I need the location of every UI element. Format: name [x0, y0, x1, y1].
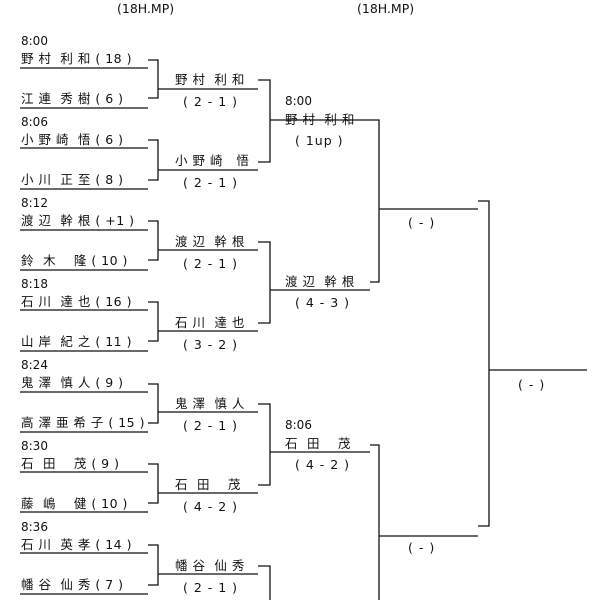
r2-connector: [258, 241, 271, 324]
player-entry: 小 川 正 至 ( 8 ): [21, 172, 124, 187]
match-time: 8:12: [21, 196, 48, 210]
final-score: ( - ): [518, 377, 546, 392]
round2-winner: 幡 谷 仙 秀: [175, 558, 245, 573]
round3-score: ( 4 - 3 ): [295, 295, 351, 310]
round4-score: ( - ): [408, 540, 436, 555]
round2-score: ( 2 - 1 ): [183, 580, 239, 595]
round3-winner: 石 田 茂: [285, 436, 351, 451]
r3-connector: [370, 119, 380, 283]
round2-winner: 小 野 崎 悟: [175, 153, 250, 168]
round2-score: ( 2 - 1 ): [183, 94, 239, 109]
round2-winner: 野 村 利 和: [175, 72, 245, 87]
match-time: 8:36: [21, 520, 48, 534]
player-entry: 高 澤 亜 希 子 ( 15 ): [21, 415, 145, 430]
player-entry: 渡 辺 幹 根 ( +1 ): [21, 213, 135, 228]
match-time: 8:24: [21, 358, 48, 372]
r1-connector: [148, 139, 159, 181]
match-time: 8:06: [285, 418, 312, 432]
player-entry: 野 村 利 和 ( 18 ): [21, 51, 132, 66]
round2-score: ( 2 - 1 ): [183, 256, 239, 271]
player-entry: 石 川 英 孝 ( 14 ): [21, 537, 132, 552]
r4-connector: [478, 200, 490, 527]
player-entry: 藤 嶋 健 ( 10 ): [21, 496, 128, 511]
round1-header: (18H.MP): [117, 1, 175, 16]
r1-connector: [148, 544, 159, 586]
player-entry: 石 田 茂 ( 9 ): [21, 456, 120, 471]
player-entry: 幡 谷 仙 秀 ( 7 ): [21, 577, 124, 592]
r2-connector: [258, 79, 271, 163]
round2-score: ( 3 - 2 ): [183, 337, 239, 352]
match-time: 8:06: [21, 115, 48, 129]
player-entry: 鈴 木 隆 ( 10 ): [21, 253, 128, 268]
round3-header: (18H.MP): [357, 1, 415, 16]
r1-connector: [148, 383, 159, 424]
round2-winner: 渡 辺 幹 根: [175, 234, 245, 249]
round2-winner: 鬼 澤 慎 人: [175, 396, 245, 411]
r2-connector: [258, 403, 271, 486]
round2-score: ( 2 - 1 ): [183, 418, 239, 433]
player-entry: 鬼 澤 慎 人 ( 9 ): [21, 375, 124, 390]
player-entry: 石 川 達 也 ( 16 ): [21, 294, 132, 309]
round3-winner: 野 村 利 和: [285, 112, 355, 127]
r1-connector: [148, 59, 159, 99]
round3-winner: 渡 辺 幹 根: [285, 274, 355, 289]
round2-winner: 石 田 茂: [175, 477, 241, 492]
match-time: 8:30: [21, 439, 48, 453]
r2-connector: [258, 565, 271, 600]
round2-score: ( 4 - 2 ): [183, 499, 239, 514]
player-entry: 小 野 崎 悟 ( 6 ): [21, 132, 124, 147]
r3-connector: [370, 444, 380, 600]
r1-connector: [148, 220, 159, 261]
round3-score: ( 1up ): [295, 133, 344, 148]
round3-score: ( 4 - 2 ): [295, 457, 351, 472]
round2-winner: 石 川 達 也: [175, 315, 245, 330]
player-entry: 山 岸 紀 之 ( 11 ): [21, 334, 132, 349]
round2-score: ( 2 - 1 ): [183, 175, 239, 190]
round4-score: ( - ): [408, 215, 436, 230]
match-time: 8:00: [285, 94, 312, 108]
r1-connector: [148, 301, 159, 342]
match-time: 8:00: [21, 34, 48, 48]
player-entry: 江 連 秀 樹 ( 6 ): [21, 91, 124, 106]
r1-connector: [148, 463, 159, 504]
match-time: 8:18: [21, 277, 48, 291]
